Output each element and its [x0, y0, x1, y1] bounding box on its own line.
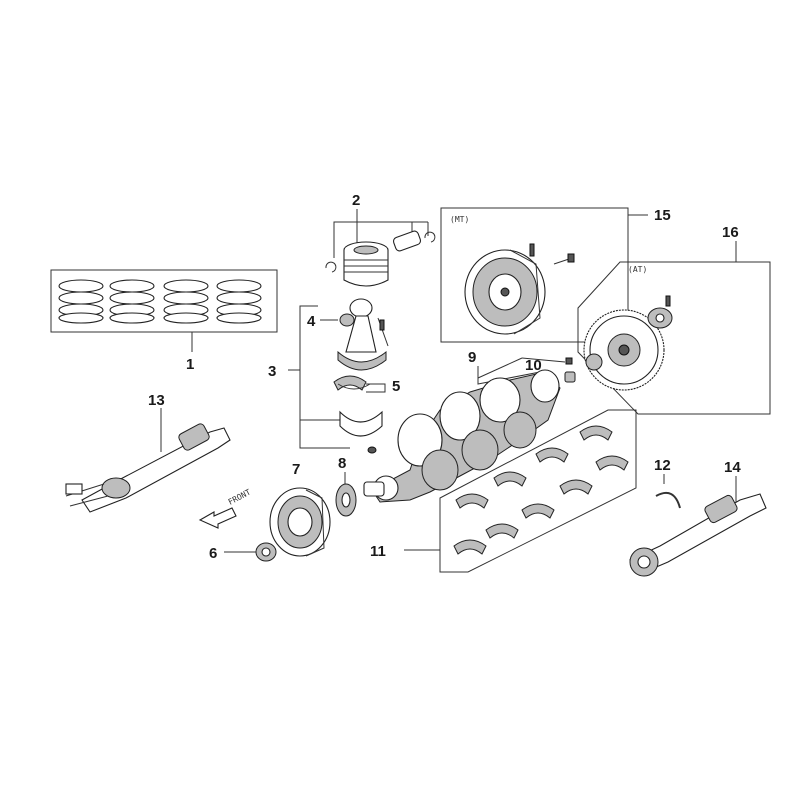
- flexplate-at-group[interactable]: (AT) 16: [577, 224, 771, 415]
- flexplate-at-box: [577, 261, 771, 415]
- connecting-rod: [337, 298, 389, 371]
- callout-6: 6: [209, 545, 217, 562]
- front-arrow: FRONT: [198, 487, 253, 529]
- pilot-bearing: [564, 357, 576, 383]
- seal-shaft-14: [629, 493, 767, 577]
- seal-shaft-13: [65, 423, 231, 513]
- crank-pulley: [269, 487, 331, 557]
- callout-3: 3: [268, 363, 276, 380]
- piston: [343, 241, 389, 287]
- rod-bearing-lower: [337, 383, 371, 390]
- flexplate: [583, 309, 665, 391]
- flywheel-bolt-mt: [529, 243, 575, 265]
- callout-10: 10: [525, 357, 542, 374]
- rear-main-seal-group[interactable]: 13: [65, 392, 231, 513]
- flywheel-mt: [464, 249, 546, 335]
- flywheel-mt-box: [440, 207, 629, 343]
- main-bearings-group[interactable]: 11: [370, 409, 637, 573]
- piston-rings-box: [50, 269, 278, 333]
- callout-7: 7: [292, 461, 300, 478]
- circlip-right: [424, 231, 436, 243]
- callout-11: 11: [370, 543, 386, 560]
- thrust-washer: [655, 492, 681, 509]
- callout-2: 2: [352, 192, 360, 209]
- callout-9: 9: [468, 349, 476, 366]
- ring-set-3: [163, 279, 209, 324]
- connecting-rod-group[interactable]: 3 4 5: [268, 298, 400, 454]
- at-label: (AT): [628, 265, 647, 274]
- crank-timing-gear: [335, 483, 357, 517]
- ring-set-2: [109, 279, 155, 324]
- callout-5: 5: [392, 378, 400, 395]
- piston-group[interactable]: 2: [325, 192, 436, 287]
- mt-label: (MT): [450, 215, 469, 224]
- circlip-left: [325, 261, 337, 273]
- flexplate-spacer: [647, 295, 673, 329]
- callout-15: 15: [654, 207, 671, 224]
- ring-set-4: [216, 279, 262, 324]
- ring-set-1: [58, 279, 104, 324]
- front-seal-group[interactable]: 14: [629, 459, 767, 577]
- piston-rings-group[interactable]: 1: [50, 269, 278, 373]
- callout-1: 1: [186, 356, 194, 373]
- callout-8: 8: [338, 455, 346, 472]
- bearing-shells: [453, 425, 629, 555]
- pulley-nut: [255, 542, 277, 562]
- piston-pin: [392, 230, 422, 252]
- thrust-washer-group[interactable]: 12: [654, 457, 681, 509]
- callout-16: 16: [722, 224, 739, 241]
- callout-4: 4: [307, 313, 316, 330]
- callout-12: 12: [654, 457, 671, 474]
- main-bearings-box: [439, 409, 637, 573]
- crankshaft: [363, 369, 561, 503]
- front-label: FRONT: [227, 487, 253, 506]
- callout-14: 14: [724, 459, 741, 476]
- flywheel-mt-group[interactable]: (MT) 15: [440, 207, 671, 343]
- crankshaft-group[interactable]: 9 10: [363, 349, 576, 503]
- rod-cap: [339, 410, 383, 454]
- rod-bushing: [320, 313, 355, 327]
- crank-pulley-group[interactable]: 7 6 8: [209, 455, 357, 562]
- callout-13: 13: [148, 392, 165, 409]
